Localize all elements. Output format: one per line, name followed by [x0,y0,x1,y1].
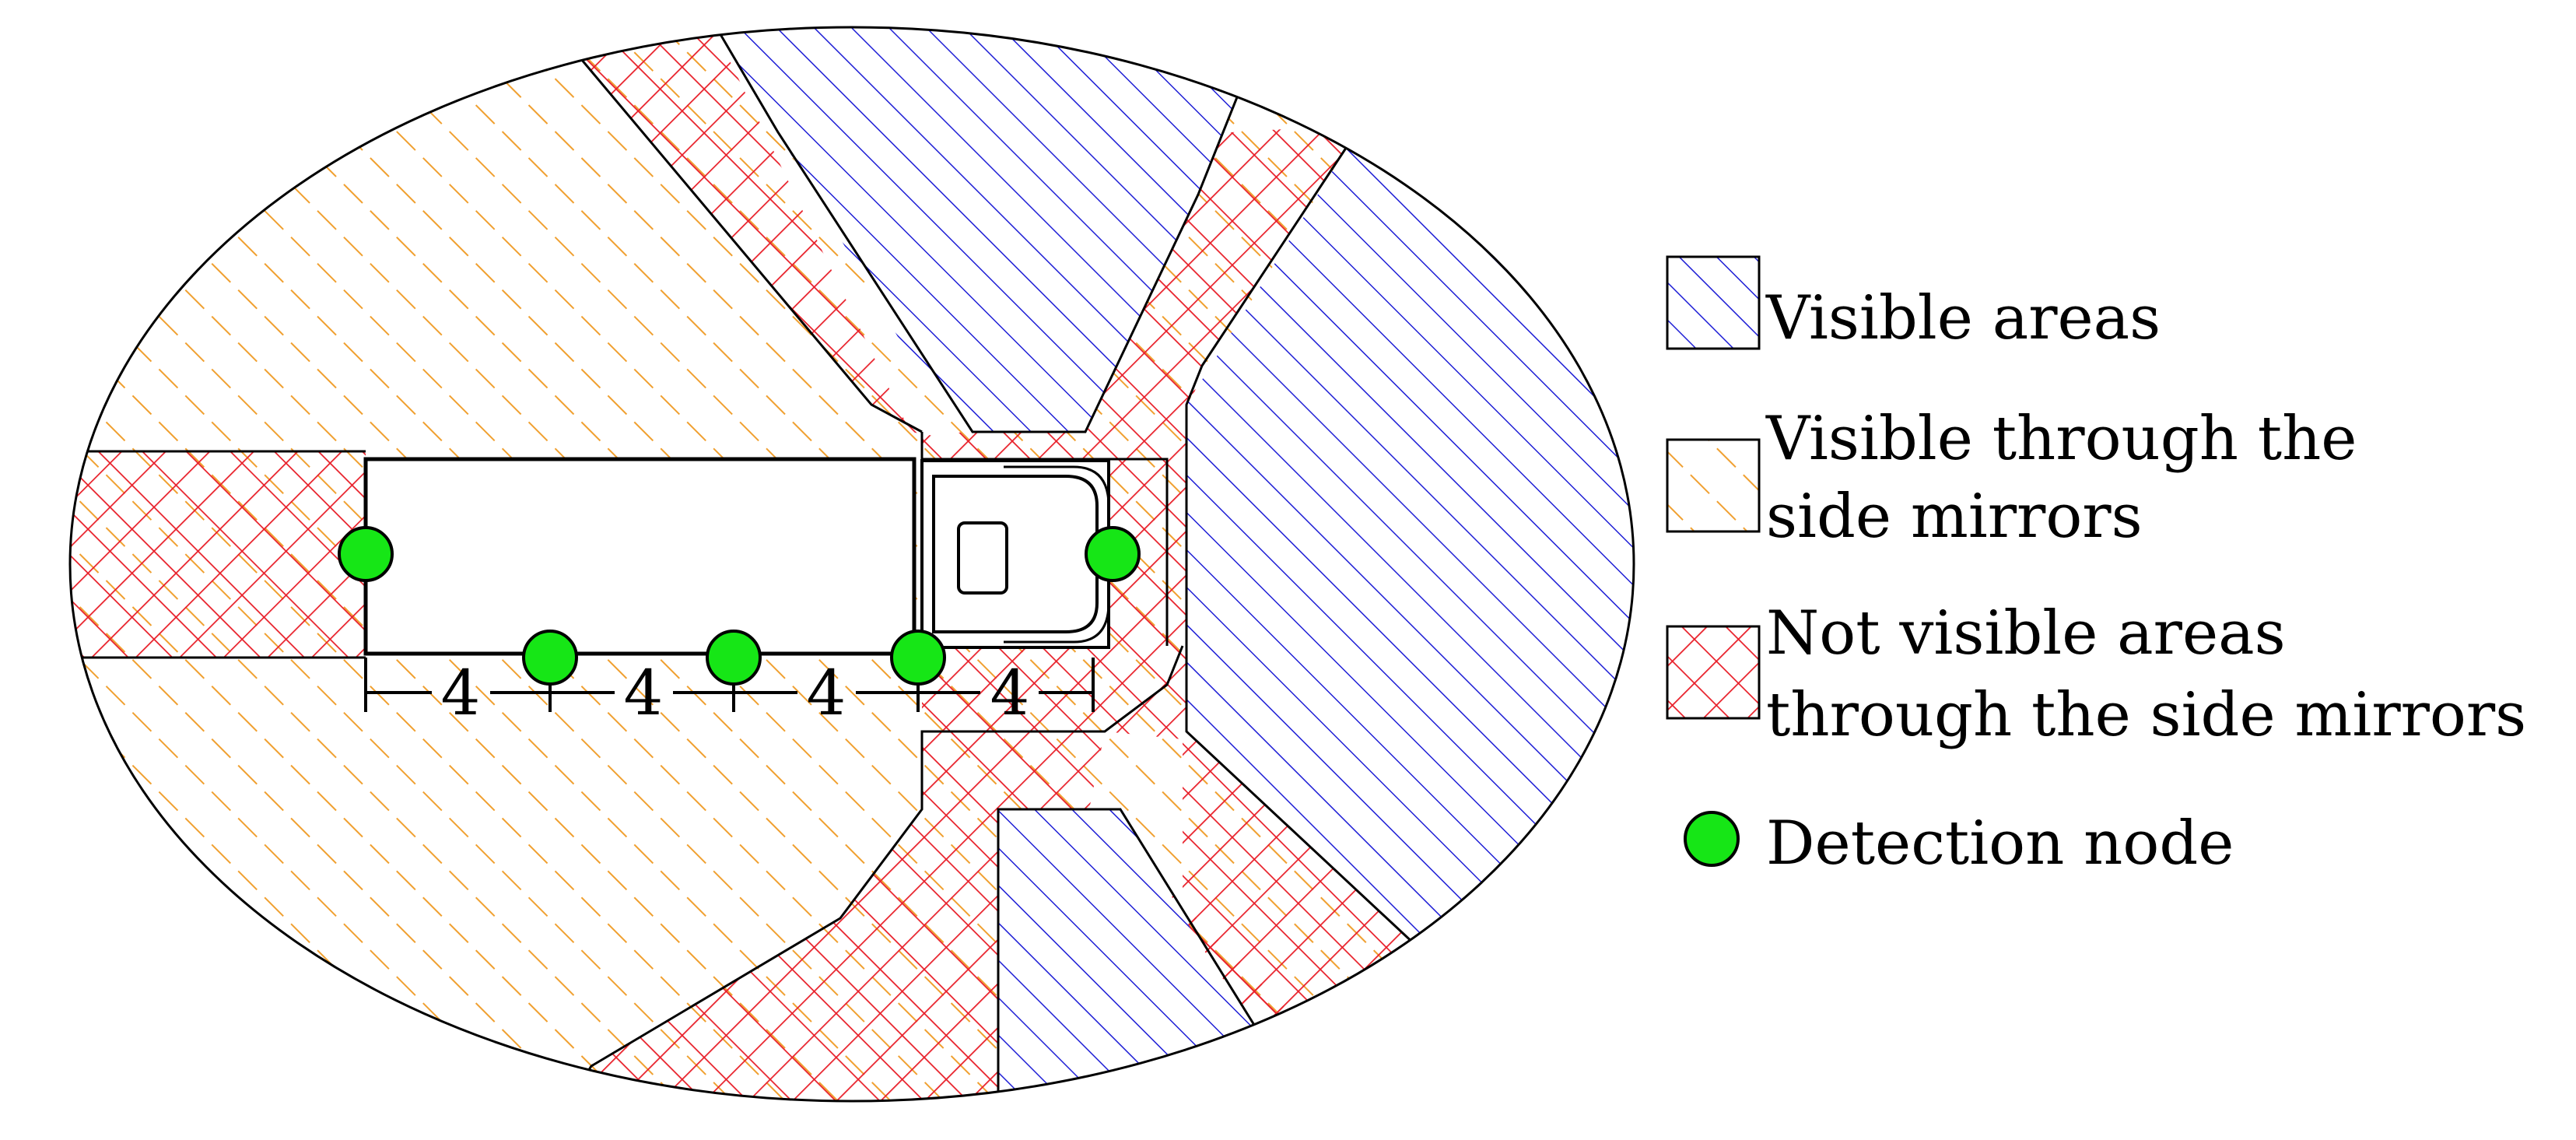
legend-item-visible: Visible areas [1666,255,2161,353]
legend-swatch-not-visible [1666,625,1761,720]
dimension-label-4: 4 [990,657,1030,729]
legend-item-not-visible: Not visible areas through the side mirro… [1666,598,2526,750]
legend-swatch-mirror [1666,438,1761,533]
detection-boundary [68,26,1635,1103]
dimension-label-2: 4 [624,657,664,729]
detection-nodes [338,526,1141,686]
truck-trailer [363,457,916,656]
legend-node-icon [1684,811,1740,867]
detection-node-side-1 [522,630,578,686]
legend-label-mirror-line1: Visible through the [1765,404,2357,474]
legend-item-node: Detection node [1684,809,2234,879]
legend-label-not-visible-line2: through the side mirrors [1766,680,2526,750]
detection-node-side-3 [890,630,946,686]
not-visible-zone-rear [70,451,366,658]
cab-seat [957,521,1008,595]
legend-label-visible: Visible areas [1765,283,2161,353]
legend-label-node: Detection node [1766,809,2234,879]
legend-label-mirror-line2: side mirrors [1766,482,2143,552]
detection-node-front [1085,526,1141,582]
legend-item-mirror: Visible through the side mirrors [1666,404,2357,552]
truck-cab [920,459,1110,649]
detection-node-side-2 [706,630,762,686]
legend-label-not-visible-line1: Not visible areas [1766,598,2286,668]
not-visible-zone-top [545,27,1362,545]
legend: Visible areas Visible through the side m… [1666,255,2526,879]
dimension-label-3: 4 [807,657,846,729]
detection-node-rear [338,526,394,582]
dimension-label-1: 4 [441,657,481,729]
